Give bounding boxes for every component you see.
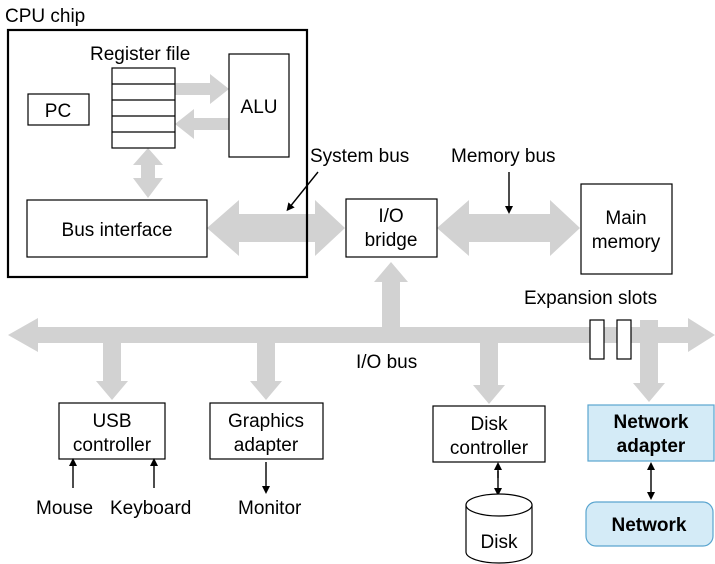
network-adapter: [587, 404, 715, 462]
system-bus-pointer: [286, 171, 319, 212]
register-file: [111, 67, 176, 149]
graphics-adapter-label-line2: adapter: [234, 435, 299, 456]
iobus-to-graphics-arrow: [250, 342, 282, 400]
main-memory: [580, 183, 673, 275]
keyboard-label: Keyboard: [110, 498, 191, 519]
bus-interface-label: Bus interface: [62, 220, 173, 241]
expansion-slot-2: [616, 319, 632, 360]
slot-to-network-arrow: [633, 320, 665, 402]
bridge-iobus-link: [374, 262, 408, 328]
network: [585, 501, 714, 547]
mouse-label: Mouse: [36, 498, 93, 519]
bus-interface: [26, 199, 208, 258]
system-bus: [207, 200, 345, 256]
memory-bus-label: Memory bus: [451, 146, 556, 167]
alu: [228, 53, 290, 158]
alu-label: ALU: [241, 97, 278, 118]
io-bridge-label-line2: bridge: [365, 230, 418, 251]
pc-label: PC: [45, 101, 71, 122]
main-memory-label-line1: Main: [605, 208, 646, 229]
usb-controller-label-line2: controller: [73, 435, 152, 456]
usb-controller-label-line1: USB: [92, 411, 131, 432]
monitor-label: Monitor: [238, 498, 302, 519]
pc-register: [27, 93, 90, 126]
network-adapter-label-line1: Network: [614, 412, 689, 433]
graphics-adapter: [209, 402, 324, 460]
disk-controller: [432, 405, 546, 463]
cpu-chip-boundary: [6, 28, 309, 279]
disk-controller-label-line2: controller: [450, 438, 529, 459]
iobus-to-usb-arrow: [96, 342, 128, 400]
main-memory-label-line2: memory: [592, 232, 661, 253]
usb-controller: [58, 402, 166, 460]
io-bus-label: I/O bus: [356, 352, 417, 373]
io-bus: [8, 318, 715, 352]
network-adapter-label-line2: adapter: [617, 436, 686, 457]
system-bus-label: System bus: [310, 146, 409, 167]
regfile-to-alu-arrow: [175, 74, 229, 104]
cpu-chip-label: CPU chip: [5, 6, 85, 27]
io-bridge: [345, 198, 438, 258]
disk-icon: [465, 493, 533, 564]
disk-controller-label-line1: Disk: [471, 414, 508, 435]
memory-bus: [437, 200, 580, 256]
alu-to-regfile-arrow: [175, 109, 229, 139]
expansion-slots-label: Expansion slots: [524, 288, 657, 309]
expansion-slot-1: [589, 319, 605, 360]
io-bridge-label-line1: I/O: [378, 206, 403, 227]
network-label: Network: [612, 515, 687, 536]
disk-label: Disk: [481, 532, 518, 553]
regfile-businterface-arrow: [133, 148, 163, 198]
graphics-adapter-label-line1: Graphics: [228, 411, 304, 432]
register-file-label: Register file: [90, 44, 190, 65]
iobus-to-disk-arrow: [473, 342, 505, 404]
